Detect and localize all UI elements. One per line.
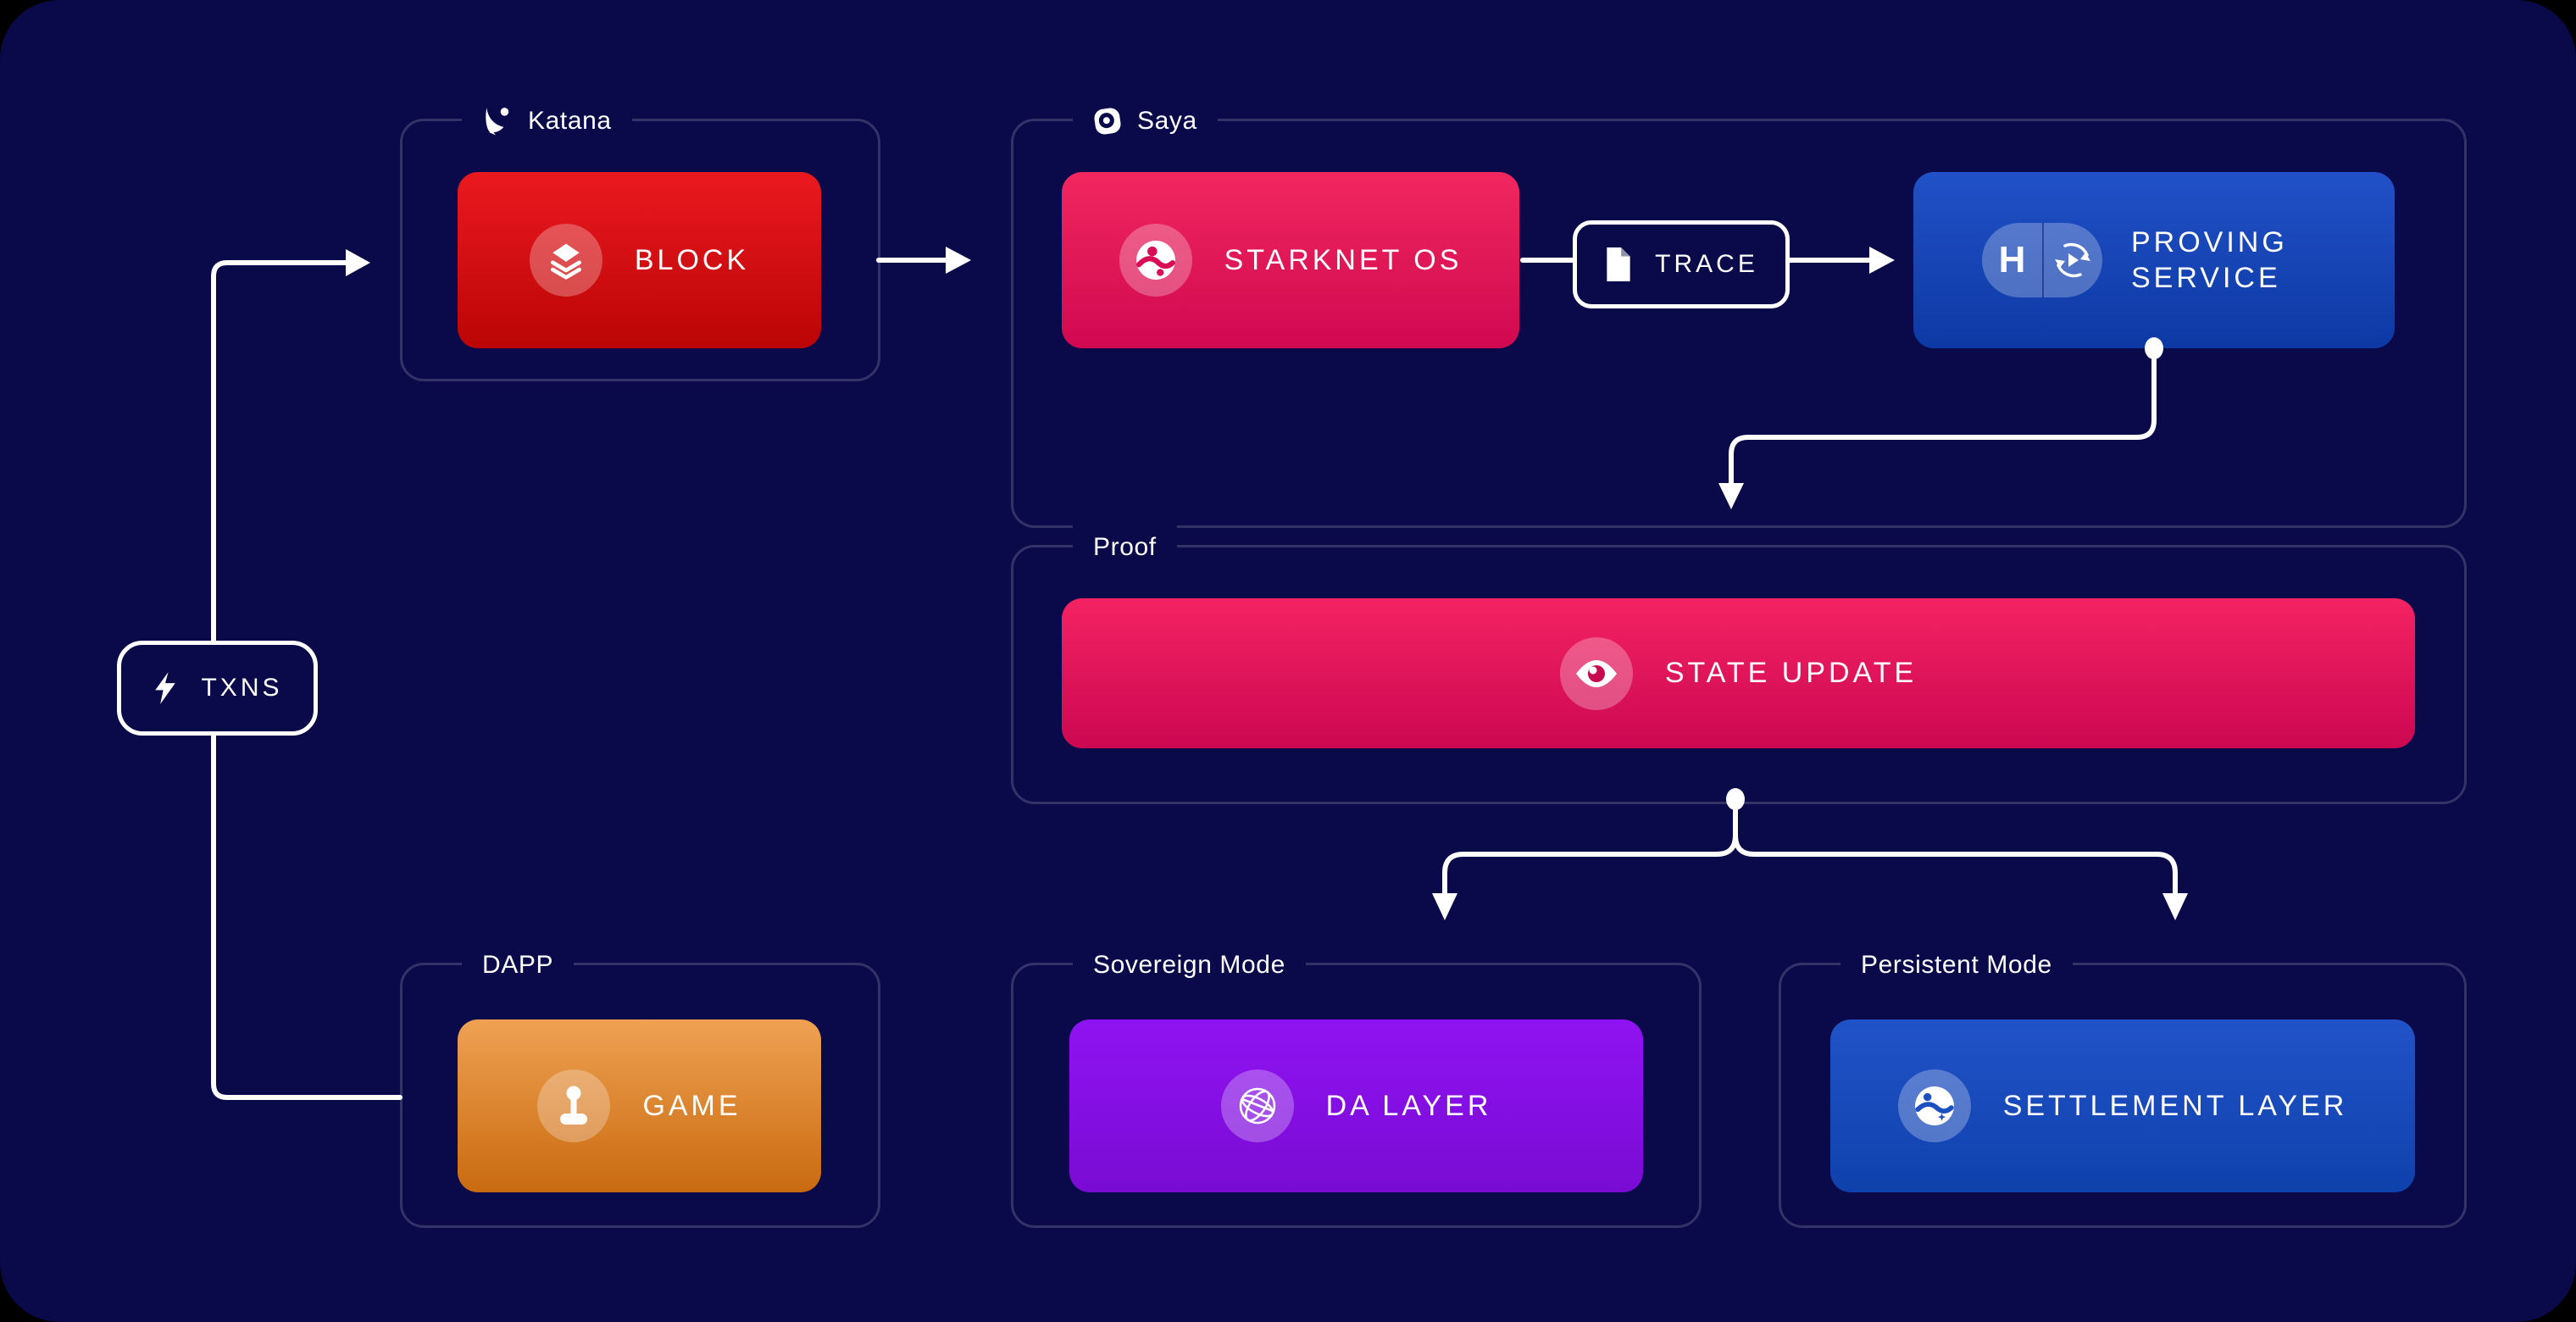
state-update-label: STATE UPDATE: [1664, 657, 1918, 689]
arrowhead-into-proving: [1869, 247, 1895, 274]
group-katana-label: Katana: [462, 95, 632, 147]
settlement-layer-label: SETTLEMENT LAYER: [2002, 1089, 2348, 1122]
globe-icon: [1220, 1069, 1294, 1142]
proving-service-label: PROVING SERVICE: [2131, 225, 2288, 295]
group-dapp-title: DAPP: [482, 951, 554, 979]
group-persistent-mode: Persistent Mode: [1779, 939, 2467, 1228]
joystick-icon: [537, 1069, 611, 1142]
group-saya: Saya: [1011, 95, 2467, 528]
layers-stack-icon: [529, 224, 602, 297]
group-proof-title: Proof: [1093, 533, 1157, 561]
group-sovereign-mode-title: Sovereign Mode: [1093, 951, 1285, 979]
group-sovereign-mode: Sovereign Mode: [1011, 939, 1702, 1228]
group-saya-label: Saya: [1073, 95, 1218, 147]
txns-node: TXNS: [117, 641, 318, 736]
proving-icons-pill: H: [1982, 223, 2102, 297]
stwo-prover-icon: [2042, 223, 2102, 297]
starknet-icon: [1119, 224, 1192, 297]
group-katana: Katana: [400, 95, 880, 381]
arrowhead-into-sovereign: [1432, 893, 1457, 920]
da-layer-node: DA LAYER: [1069, 1019, 1643, 1192]
group-persistent-mode-title: Persistent Mode: [1861, 951, 2052, 979]
game-label: GAME: [642, 1089, 741, 1122]
document-icon: [1604, 247, 1633, 282]
group-proof-label: Proof: [1073, 521, 1177, 574]
starknet-os-label: STARKNET OS: [1224, 243, 1463, 276]
trace-node: TRACE: [1573, 220, 1790, 308]
eye-icon: [1559, 636, 1633, 710]
herodotus-h-icon: H: [1998, 239, 2026, 281]
group-sovereign-mode-label: Sovereign Mode: [1073, 939, 1306, 992]
proving-to-proof-connector: [1729, 350, 2157, 486]
arrowhead-into-saya: [946, 247, 971, 274]
arrowhead-into-proof: [1718, 483, 1744, 509]
lightning-icon: [152, 671, 179, 705]
block-node: BLOCK: [458, 172, 821, 348]
txns-label: TXNS: [201, 674, 283, 702]
state-update-node: STATE UPDATE: [1062, 598, 2415, 748]
group-saya-title: Saya: [1137, 107, 1197, 135]
block-label: BLOCK: [634, 243, 750, 276]
game-node: GAME: [458, 1019, 821, 1192]
da-layer-label: DA LAYER: [1325, 1089, 1492, 1122]
proof-to-persistent-connector: [1733, 799, 2178, 896]
proof-output-dot: [1726, 788, 1745, 810]
arrowhead-into-persistent: [2162, 893, 2188, 920]
starknet-os-node: STARKNET OS: [1062, 172, 1519, 348]
group-persistent-mode-label: Persistent Mode: [1840, 939, 2073, 992]
settlement-layer-node: SETTLEMENT LAYER: [1830, 1019, 2415, 1192]
katana-icon: [482, 106, 513, 136]
proving-service-node: H PROVING SERVICE: [1913, 172, 2395, 348]
group-dapp-label: DAPP: [462, 939, 575, 992]
arrowhead-into-katana: [346, 249, 370, 276]
starknet-circle-icon: [1897, 1069, 1971, 1142]
group-katana-title: Katana: [528, 107, 612, 135]
proving-output-dot: [2145, 337, 2163, 359]
trace-label: TRACE: [1655, 250, 1758, 278]
saya-icon: [1093, 107, 1122, 136]
